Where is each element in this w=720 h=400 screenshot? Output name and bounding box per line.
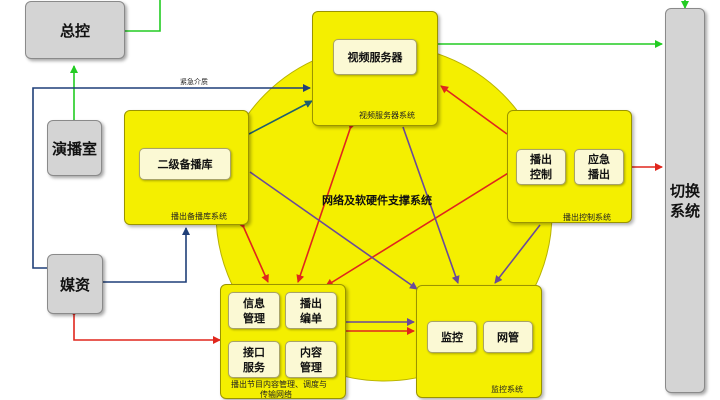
broadcast-control-system[interactable]: 播出 控制 应急 播出 播出控制系统 <box>507 110 632 223</box>
blue-arrow-emergency-media <box>32 84 311 269</box>
blue-arrow-meizi-to-backup <box>103 227 190 283</box>
backup-library-box[interactable]: 二级备播库 <box>139 148 231 180</box>
broadcast-scheduling-line1: 播出 <box>300 296 322 310</box>
center-label: 网络及软硬件支撑系统 <box>322 194 432 207</box>
purple-arrow-video-to-monitor <box>402 126 460 284</box>
broadcast-control-line2: 控制 <box>530 168 552 181</box>
content-system-caption-line2: 传输网络 <box>260 390 292 399</box>
monitor-system-caption: 监控系统 <box>491 385 523 394</box>
backup-system-caption: 播出备播库系统 <box>171 212 227 221</box>
interface-service-line2: 服务 <box>243 360 265 374</box>
switch-system-line1: 切换 <box>669 181 700 200</box>
video-server-system[interactable]: 视频服务器 视频服务器系统 <box>312 11 438 126</box>
green-link-zongkong-top <box>125 0 161 32</box>
emergency-broadcast-line2: 播出 <box>588 168 610 181</box>
purple-arrow-control-to-monitor <box>494 224 541 284</box>
switch-system-box[interactable]: 切换 系统 <box>665 8 705 393</box>
network-management-box[interactable]: 网管 <box>483 321 533 353</box>
info-management-box[interactable]: 信息 管理 <box>228 292 280 329</box>
red-arrow-video-content <box>296 121 357 283</box>
red-arrow-meizi-content <box>70 309 221 344</box>
emergency-media-label: 紧急介质 <box>180 78 208 86</box>
video-server-box[interactable]: 视频服务器 <box>333 39 417 75</box>
red-arrow-control-content <box>325 164 519 287</box>
info-management-line1: 信息 <box>243 296 265 310</box>
backup-library-system[interactable]: 二级备播库 播出备播库系统 <box>124 110 249 225</box>
control-system-caption: 播出控制系统 <box>563 213 611 222</box>
yanboshi-box[interactable]: 演播室 <box>47 120 102 176</box>
emergency-broadcast-line1: 应急 <box>588 153 610 166</box>
switch-system-line2: 系统 <box>669 201 700 220</box>
broadcast-control-line1: 播出 <box>530 153 552 166</box>
content-management-system[interactable]: 信息 管理 播出 编单 接口 服务 内容 管理 播出节目内容管理、调度与 传输网… <box>220 284 346 399</box>
monitoring-box[interactable]: 监控 <box>427 321 477 353</box>
purple-arrow-backup-to-monitor <box>249 171 418 290</box>
red-arrow-backup-content <box>237 219 269 283</box>
zongkong-box[interactable]: 总控 <box>25 1 125 59</box>
content-management-line2: 管理 <box>300 360 322 374</box>
red-arrow-control-to-video <box>440 85 508 135</box>
teal-arrow-backup-to-video <box>248 100 313 135</box>
monitor-system[interactable]: 监控 网管 监控系统 <box>416 285 542 398</box>
content-management-line1: 内容 <box>300 345 322 359</box>
interface-service-line1: 接口 <box>243 345 265 359</box>
meizi-box[interactable]: 媒资 <box>47 254 103 314</box>
broadcast-scheduling-line2: 编单 <box>300 311 322 325</box>
content-system-caption-line1: 播出节目内容管理、调度与 <box>231 380 327 389</box>
broadcast-scheduling-box[interactable]: 播出 编单 <box>285 292 337 329</box>
content-management-box[interactable]: 内容 管理 <box>285 341 337 378</box>
interface-service-box[interactable]: 接口 服务 <box>228 341 280 378</box>
emergency-broadcast-box[interactable]: 应急 播出 <box>574 149 624 185</box>
broadcast-control-box[interactable]: 播出 控制 <box>516 149 566 185</box>
info-management-line2: 管理 <box>243 311 265 325</box>
video-system-caption: 视频服务器系统 <box>359 111 415 120</box>
